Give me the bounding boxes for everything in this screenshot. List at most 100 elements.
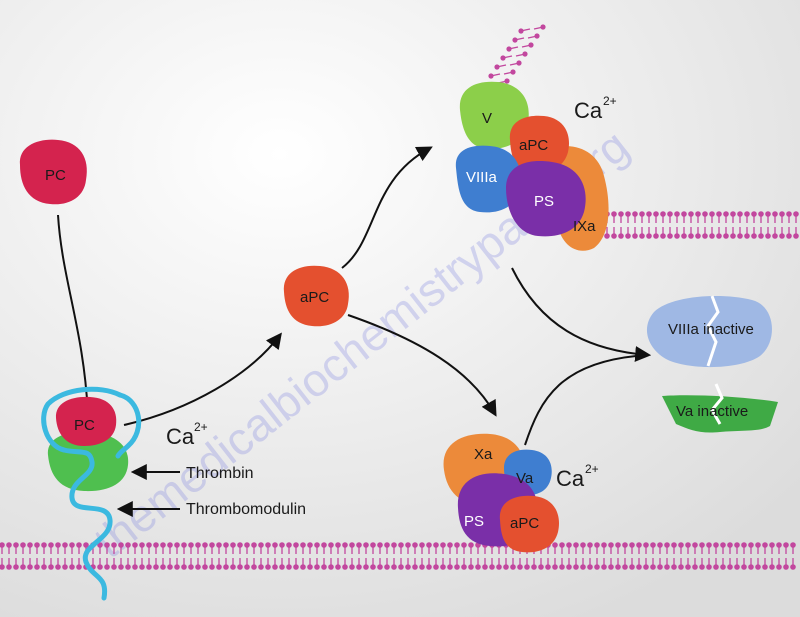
lower-membrane-lipid-head xyxy=(601,564,607,570)
lower-membrane-lipid-head xyxy=(125,542,131,548)
lower-membrane-lipid-head xyxy=(349,542,355,548)
lower-membrane-lipid-head xyxy=(587,564,593,570)
lower-membrane-lipid-head xyxy=(713,542,719,548)
stalk-lipid-head xyxy=(510,69,516,75)
lower-membrane-lipid-head xyxy=(97,564,103,570)
lower-membrane-lipid-head xyxy=(76,542,82,548)
lower-membrane-lipid-head xyxy=(216,564,222,570)
stalk-lipid-tail xyxy=(522,28,531,32)
lower-membrane-lipid-head xyxy=(433,542,439,548)
stalk-lipid-tail xyxy=(533,26,542,30)
upper-membrane-lipid-head xyxy=(695,211,701,217)
upper-membrane-lipid-head xyxy=(716,233,722,239)
va-inactive-crack xyxy=(710,383,724,425)
upper-ps-shape xyxy=(506,161,586,237)
lower-membrane-lipid-head xyxy=(720,542,726,548)
upper-viiia-label: VIIIa xyxy=(466,169,498,186)
lower-membrane-lipid-head xyxy=(762,542,768,548)
lower-membrane-lipid-head xyxy=(223,564,229,570)
upper-membrane-lipid-head xyxy=(786,211,792,217)
stalk-lipid-head xyxy=(512,37,518,43)
lower-membrane-lipid-head xyxy=(468,564,474,570)
lower-membrane-lipid-head xyxy=(419,542,425,548)
upper-membrane-lipid-head xyxy=(751,211,757,217)
lower-membrane-lipid-head xyxy=(426,542,432,548)
lower-membrane-lipid-head xyxy=(153,564,159,570)
lower-membrane-lipid-head xyxy=(13,564,19,570)
lower-membrane-lipid-head xyxy=(20,564,26,570)
lower-membrane-lipid-head xyxy=(286,564,292,570)
lower-membrane-lipid-head xyxy=(671,542,677,548)
pc-free-label: PC xyxy=(45,167,66,184)
lower-membrane-lipid-head xyxy=(244,564,250,570)
upper-membrane-lipid-head xyxy=(625,211,631,217)
ca-upper-base: Ca xyxy=(574,98,603,123)
lower-membrane-lipid-head xyxy=(272,564,278,570)
lower-membrane-lipid-head xyxy=(181,542,187,548)
stalk-lipid-head xyxy=(528,42,534,48)
upper-v-label: V xyxy=(482,110,492,127)
lower-membrane-lipid-head xyxy=(601,542,607,548)
va-inactive-label: Va inactive xyxy=(676,403,748,420)
stalk-lipid-head xyxy=(500,55,506,61)
lower-membrane-lipid-head xyxy=(342,542,348,548)
lower-membrane-lipid-head xyxy=(769,564,775,570)
lower-membrane-lipid-head xyxy=(608,564,614,570)
upper-membrane-lipid-head xyxy=(723,211,729,217)
lower-membrane-lipid-head xyxy=(41,564,47,570)
lower-membrane-lipid-head xyxy=(790,564,796,570)
upper-ps-label: PS xyxy=(534,193,554,210)
lower-membrane-lipid-head xyxy=(237,542,243,548)
lower-membrane-lipid-head xyxy=(685,542,691,548)
upper-membrane-lipid-head xyxy=(639,233,645,239)
lower-membrane-lipid-head xyxy=(370,564,376,570)
lower-membrane-lipid-head xyxy=(384,564,390,570)
lower-membrane-lipid-head xyxy=(118,542,124,548)
ca-lower-sup: 2+ xyxy=(585,462,599,476)
lower-membrane-lipid-head xyxy=(118,564,124,570)
lower-membrane-lipid-head xyxy=(741,564,747,570)
lower-membrane-lipid-head xyxy=(160,542,166,548)
stalk-lipid-tail xyxy=(504,55,513,59)
upper-membrane-lipid-head xyxy=(688,211,694,217)
upper-membrane-lipid-head xyxy=(793,233,799,239)
lower-membrane-lipid-head xyxy=(188,542,194,548)
lower-membrane-lipid-head xyxy=(559,564,565,570)
lower-membrane-lipid-head xyxy=(230,564,236,570)
lower-membrane-lipid-head xyxy=(167,542,173,548)
lower-membrane-lipid-head xyxy=(363,542,369,548)
lower-membrane-lipid-head xyxy=(643,564,649,570)
lower-membrane-lipid-head xyxy=(734,564,740,570)
lower-membrane-lipid-head xyxy=(321,542,327,548)
lower-membrane-lipid-head xyxy=(412,564,418,570)
lower-membrane-lipid-head xyxy=(377,564,383,570)
upper-membrane-lipid-head xyxy=(674,211,680,217)
upper-membrane-lipid-head xyxy=(758,211,764,217)
lower-membrane-lipid-head xyxy=(251,564,257,570)
lower-membrane-lipid-head xyxy=(545,564,551,570)
upper-membrane-lipid-head xyxy=(660,211,666,217)
upper-membrane-lipid-head xyxy=(625,233,631,239)
upper-membrane-lipid-head xyxy=(604,233,610,239)
lower-membrane-lipid-head xyxy=(188,564,194,570)
lower-membrane-lipid-head xyxy=(146,564,152,570)
upper-membrane-lipid-head xyxy=(765,233,771,239)
lower-membrane-lipid-head xyxy=(300,564,306,570)
upper-membrane-lipid-head xyxy=(702,233,708,239)
upper-membrane-lipid-head xyxy=(653,211,659,217)
lower-membrane-lipid-head xyxy=(783,564,789,570)
upper-membrane-lipid-head xyxy=(632,233,638,239)
viiia-inactive-crack xyxy=(706,295,720,367)
lower-membrane-lipid-head xyxy=(790,542,796,548)
upper-membrane-lipid-head xyxy=(646,211,652,217)
ca-ion-lower: Ca 2+ xyxy=(556,462,599,491)
lower-membrane-lipid-head xyxy=(594,542,600,548)
lower-membrane-lipid-head xyxy=(580,564,586,570)
lower-membrane-lipid-head xyxy=(384,542,390,548)
apc-center-molecule: aPC xyxy=(283,265,349,327)
lower-membrane-lipid-head xyxy=(636,542,642,548)
arrow-complex-to-apc xyxy=(123,332,282,426)
lower-membrane-lipid-head xyxy=(195,542,201,548)
ca-lower-base: Ca xyxy=(556,466,585,491)
lower-membrane-lipid-head xyxy=(419,564,425,570)
